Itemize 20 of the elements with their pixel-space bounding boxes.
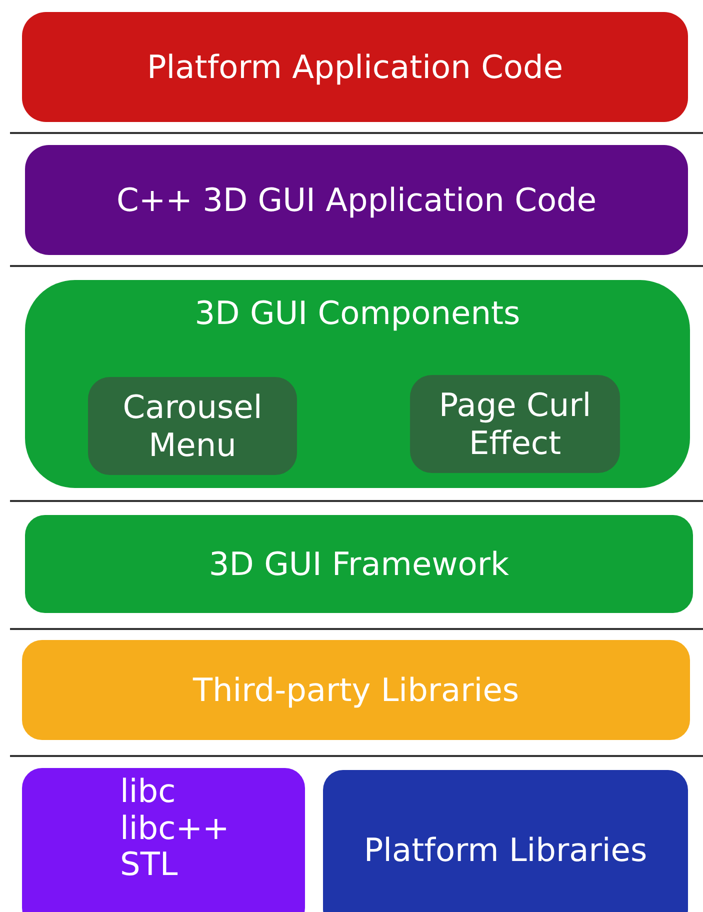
layer-label: Platform Libraries — [364, 830, 648, 870]
layer-label: 3D GUI Framework — [208, 544, 510, 584]
panel-title: 3D GUI Components — [194, 294, 520, 332]
layer-box — [25, 145, 688, 255]
layer-box — [22, 12, 688, 122]
layer-box — [25, 515, 693, 613]
layer-box — [22, 640, 690, 740]
layer-label: STL — [120, 846, 178, 884]
layer-label: libc++ — [120, 810, 230, 846]
component-box — [88, 377, 297, 475]
component-box — [410, 375, 620, 473]
layer-label: libc — [120, 772, 176, 810]
layer-box — [323, 770, 688, 912]
layer-label: Page Curl Effect — [438, 386, 592, 462]
layer-label: Platform Application Code — [146, 48, 563, 86]
layer-label: C++ 3D GUI Application Code — [116, 180, 597, 220]
layer-label: Third-party Libraries — [192, 670, 520, 710]
layer-box — [22, 768, 305, 912]
layer-panel — [25, 280, 690, 488]
layer-label: Carousel Menu — [122, 388, 264, 464]
